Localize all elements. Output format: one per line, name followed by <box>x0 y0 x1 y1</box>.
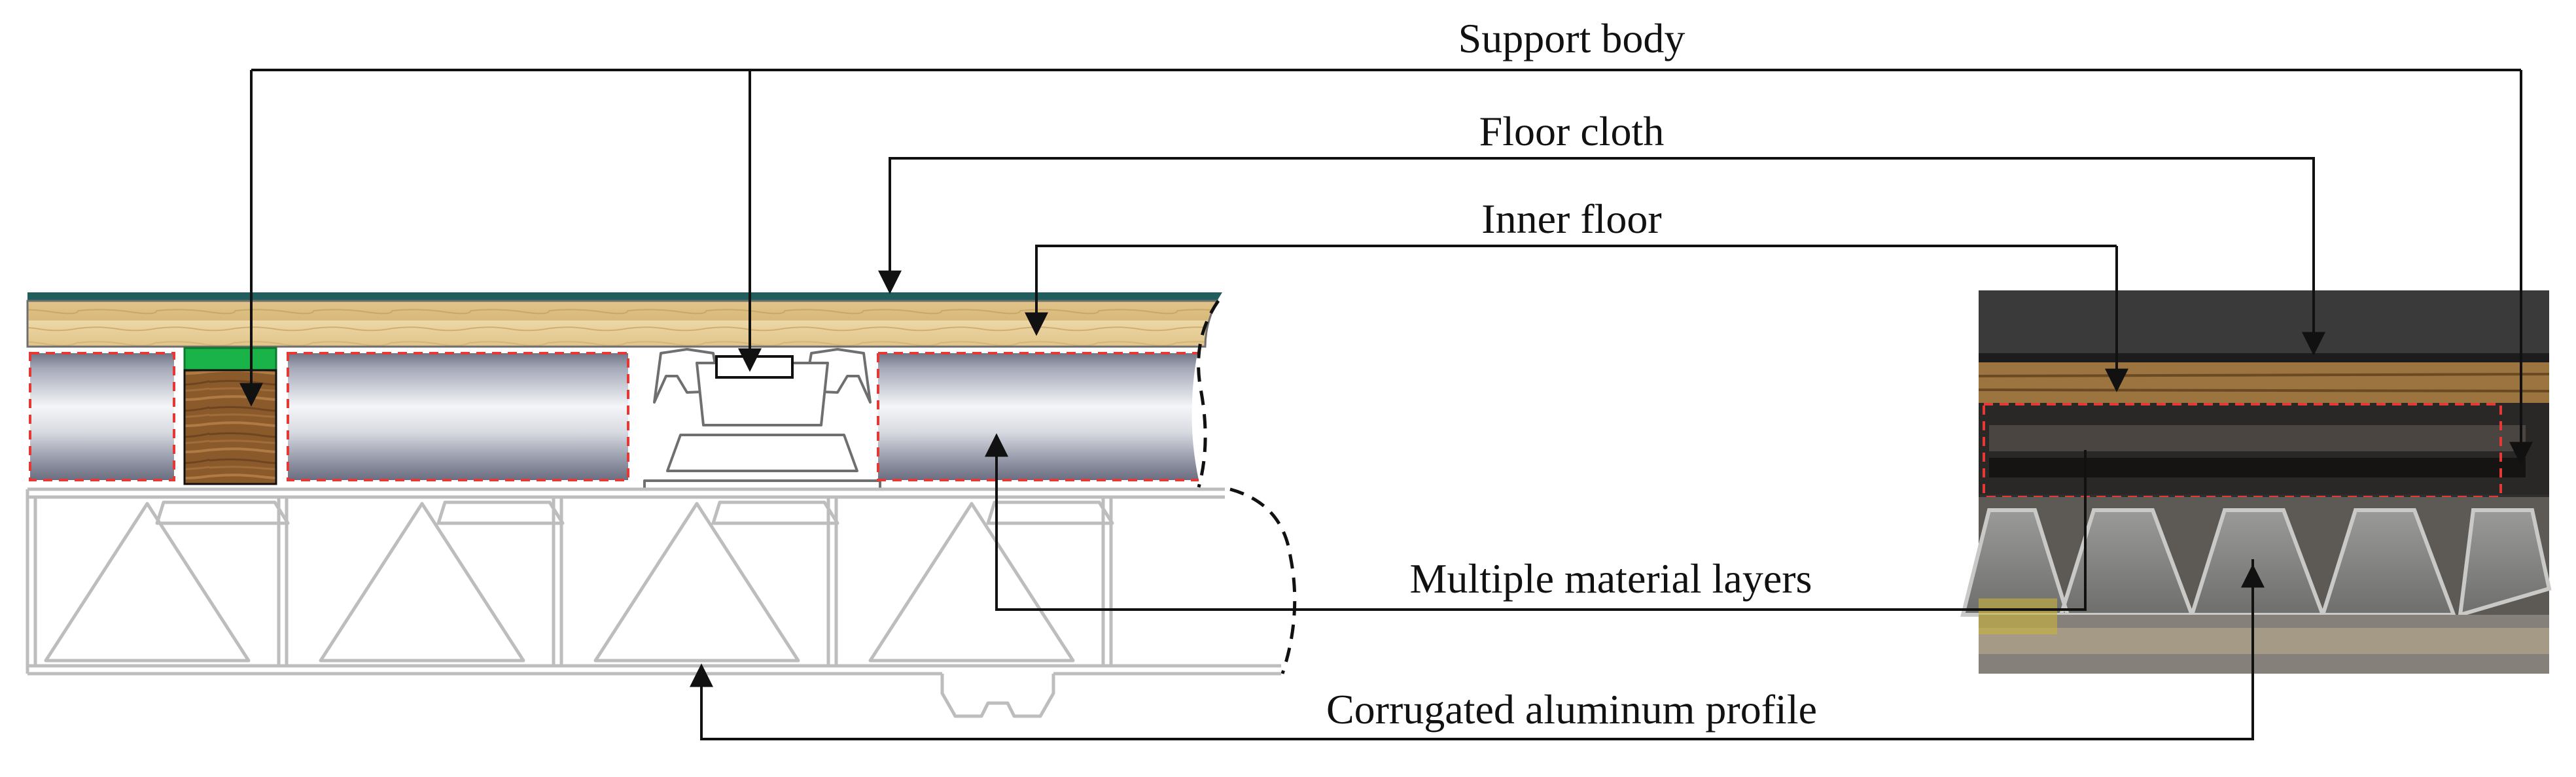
leader-support-body-mid <box>251 69 2521 370</box>
leader-lines <box>239 69 2533 740</box>
floor-photo <box>1960 290 2552 674</box>
inner-floor-layer <box>26 300 1219 348</box>
material-layer-cell-3 <box>877 352 1199 481</box>
photo-inner-floor <box>1979 362 2549 403</box>
corrugated-aluminum-profile <box>26 487 1281 718</box>
leader-material-layers <box>985 433 2087 611</box>
support-green-strip <box>183 347 277 371</box>
labels: Support body Floor cloth Inner floor Mul… <box>1326 15 1817 733</box>
photo-corrugated-profile <box>1960 497 2552 674</box>
material-layer-cell-1 <box>29 352 175 481</box>
material-layer-cell-2 <box>287 352 629 481</box>
break-line-upper <box>1197 300 1220 488</box>
leader-inner-floor <box>1025 245 2117 336</box>
label-multiple-material-layers: Multiple material layers <box>1410 555 1812 602</box>
support-wood-block <box>183 369 277 485</box>
label-corrugated-aluminum-profile: Corrugated aluminum profile <box>1326 686 1817 733</box>
label-inner-floor: Inner floor <box>1481 196 1661 242</box>
floor-cloth-layer <box>27 292 1222 301</box>
label-support-body: Support body <box>1458 15 1685 61</box>
support-body-block <box>183 347 277 485</box>
break-line-lower <box>1229 487 1297 674</box>
support-channel-insert <box>715 355 794 379</box>
label-floor-cloth: Floor cloth <box>1479 108 1665 154</box>
photo-floor-cloth <box>1979 290 2549 362</box>
schematic-cross-section <box>26 292 1297 718</box>
